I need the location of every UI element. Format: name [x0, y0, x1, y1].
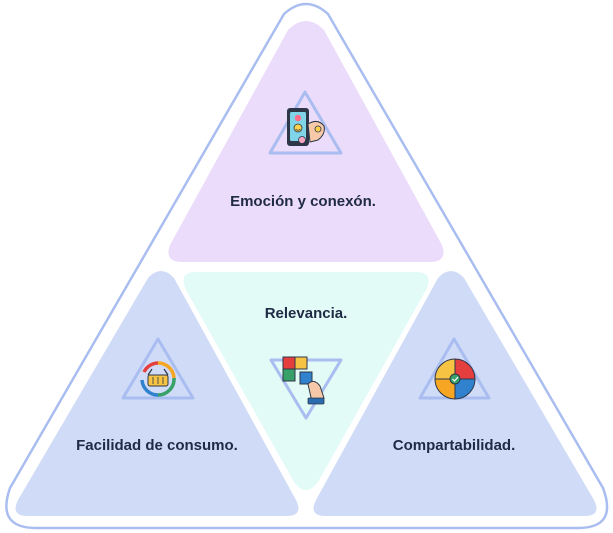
section-top-label: Emoción y conexón. — [230, 193, 376, 210]
section-center-label: Relevancia. — [264, 305, 348, 322]
puzzle-hand-icon — [269, 356, 343, 420]
basket-cycle-icon — [121, 337, 195, 400]
section-left-label: Facilidad de consumo. — [76, 437, 238, 454]
puzzle-circle-icon — [418, 337, 491, 400]
section-right-label: Compartabilidad. — [392, 437, 516, 454]
phone-emotion-icon — [268, 90, 343, 155]
